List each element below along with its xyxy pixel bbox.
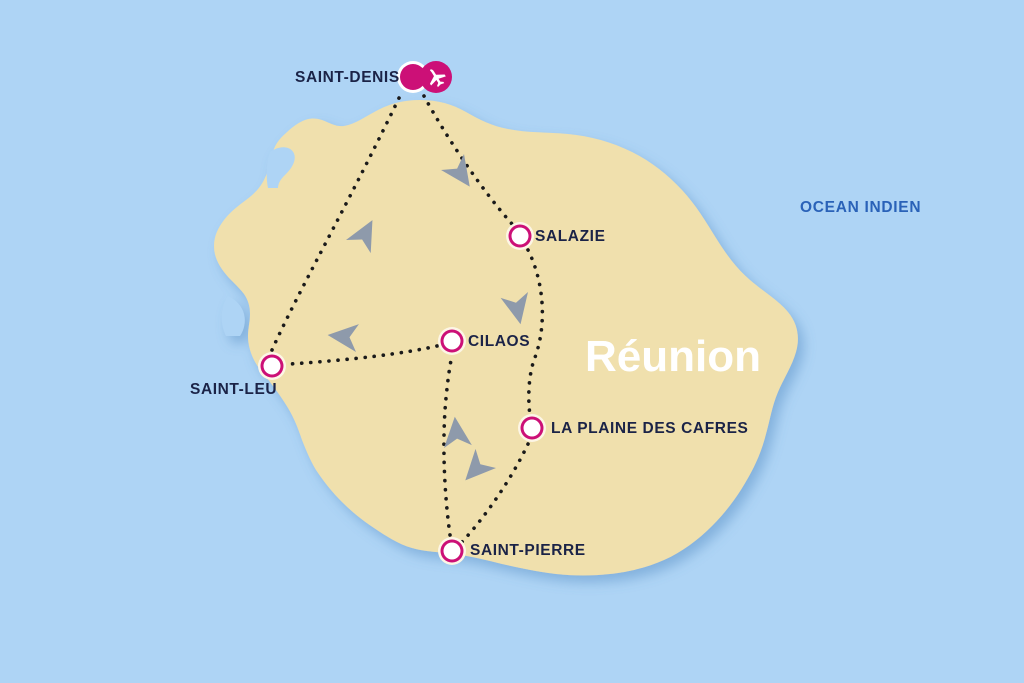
route-cilaos-saint-leu xyxy=(288,344,439,366)
island-landmass xyxy=(214,100,798,576)
route-salazie-la-plaine xyxy=(526,248,545,418)
marker-saint-denis[interactable] xyxy=(397,61,429,93)
marker-layer xyxy=(258,61,546,565)
island-shape xyxy=(214,100,798,576)
marker-cilaos[interactable] xyxy=(438,327,466,355)
route-saint-denis-salazie xyxy=(422,94,514,226)
marker-saint-leu[interactable] xyxy=(258,352,286,380)
marker-la-plaine-des-cafres[interactable] xyxy=(518,414,546,442)
route-arrow-cilaos-saint-leu xyxy=(327,324,359,352)
marker-salazie[interactable] xyxy=(506,222,534,250)
route-arrow-salazie-la-plaine xyxy=(500,292,528,325)
route-layer xyxy=(270,94,545,544)
route-arrow-layer xyxy=(327,154,528,481)
island-coast-notch-nw xyxy=(266,147,295,188)
route-arrow-saint-pierre-cilaos xyxy=(444,416,472,448)
airplane-icon xyxy=(429,69,446,88)
route-saint-leu-saint-denis xyxy=(270,94,402,352)
route-arrow-saint-denis-salazie xyxy=(441,154,470,187)
route-arrow-la-plaine-saint-pierre xyxy=(465,448,496,481)
airport-marker-saint-denis[interactable] xyxy=(420,61,452,93)
route-arrow-saint-leu-saint-denis xyxy=(346,220,373,254)
marker-saint-pierre[interactable] xyxy=(438,537,466,565)
island-coast-notch-w xyxy=(221,296,245,336)
route-saint-pierre-cilaos xyxy=(442,354,454,537)
